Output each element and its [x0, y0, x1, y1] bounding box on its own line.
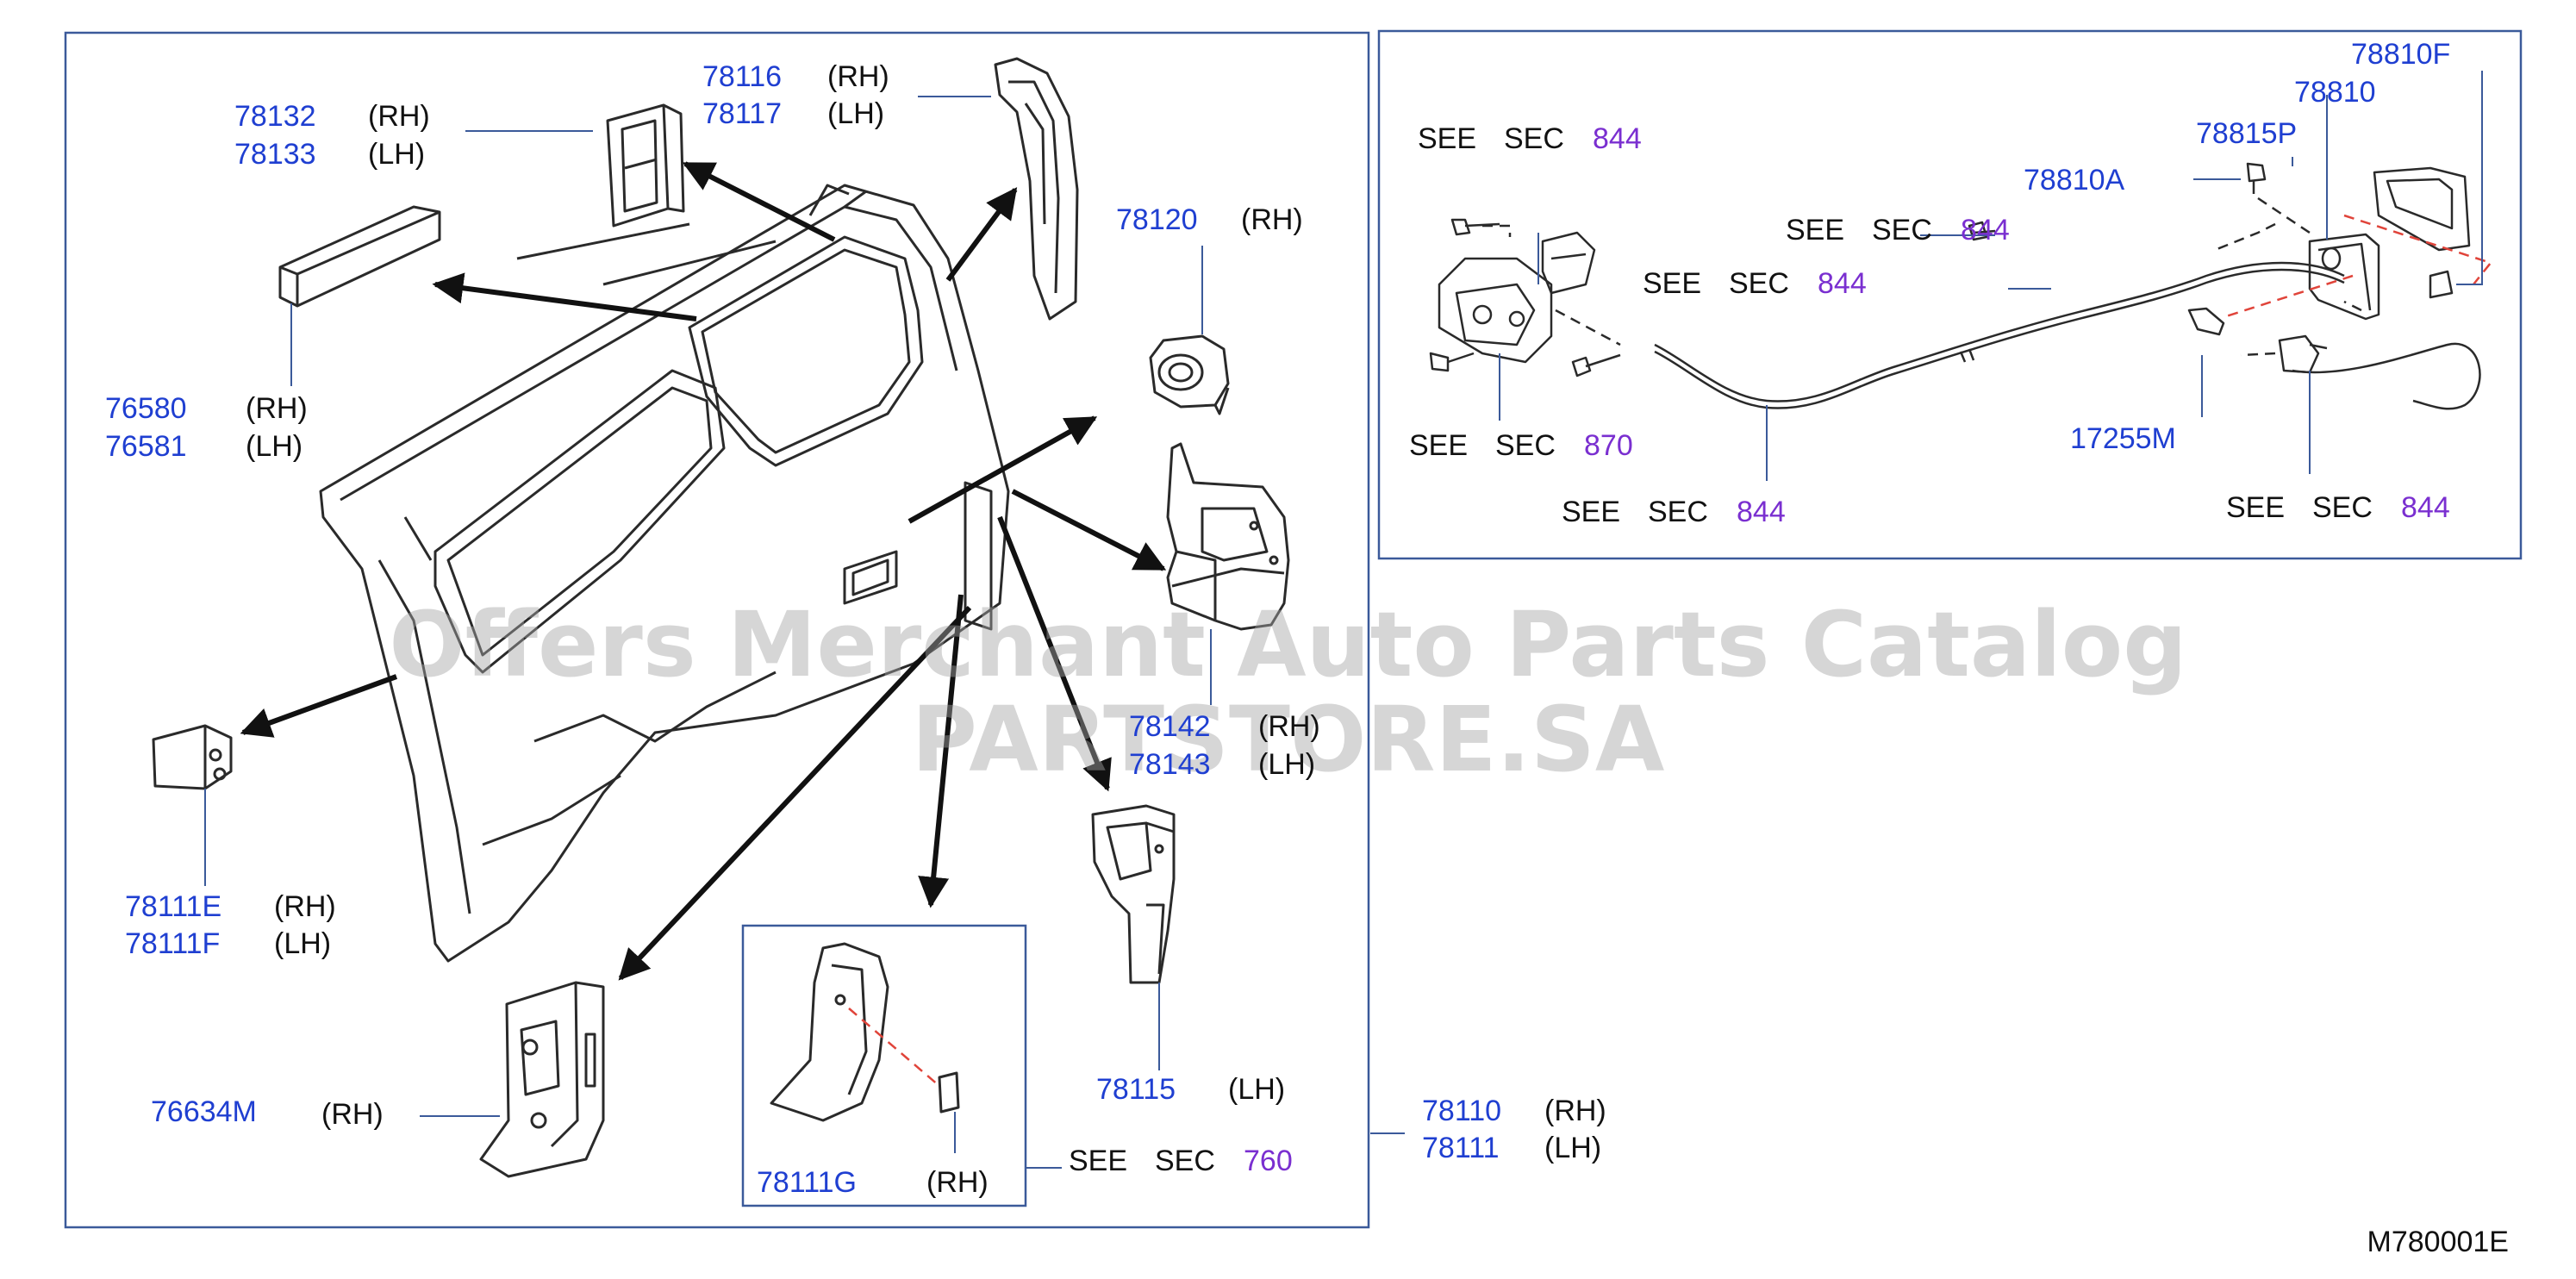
- label-78142[interactable]: 78142: [1129, 710, 1211, 743]
- part-78115: [1091, 804, 1176, 984]
- inset-panel-frame: [741, 924, 1027, 1207]
- hood-lock-assembly: [1429, 218, 2328, 377]
- section-ref-844-c[interactable]: 844: [1818, 267, 1867, 300]
- label-17255M[interactable]: 17255M: [2070, 422, 2176, 455]
- see-label-760: SEE: [1069, 1145, 1128, 1177]
- label-76634M-side: (RH): [321, 1098, 384, 1131]
- arrows: [240, 161, 1167, 981]
- label-78143-side: (LH): [1258, 748, 1316, 781]
- label-78133[interactable]: 78133: [234, 138, 316, 171]
- label-78133-side: (LH): [368, 138, 426, 171]
- label-78111-side: (LH): [1544, 1132, 1602, 1164]
- section-ref-870[interactable]: 870: [1584, 429, 1633, 462]
- label-78111F-side: (LH): [274, 927, 332, 960]
- label-76634M[interactable]: 76634M: [151, 1095, 257, 1128]
- fuel-door-assembly: [2246, 162, 2471, 321]
- part-78111E: [152, 724, 233, 790]
- label-78143[interactable]: 78143: [1129, 748, 1211, 781]
- part-78120: [1149, 334, 1230, 415]
- release-cable: [1654, 261, 2481, 410]
- label-78115[interactable]: 78115: [1096, 1073, 1176, 1106]
- part-76634M: [479, 981, 605, 1178]
- sec-label-760: SEC: [1155, 1145, 1215, 1177]
- left-panel-frame: [64, 31, 1370, 1229]
- section-ref-844-d[interactable]: 844: [1737, 496, 1786, 528]
- label-78132-side: (RH): [368, 100, 430, 133]
- right-panel-frame: [1377, 29, 2523, 560]
- label-76581-side: (LH): [246, 430, 303, 463]
- section-ref-844-b[interactable]: 844: [1961, 214, 2010, 246]
- label-78111G-side: (RH): [926, 1166, 989, 1199]
- label-78810[interactable]: 78810: [2294, 76, 2376, 109]
- label-78132[interactable]: 78132: [234, 100, 316, 133]
- see-label-4: SEE: [1409, 429, 1469, 462]
- label-78111[interactable]: 78111: [1422, 1132, 1500, 1164]
- leader-lines: [204, 71, 2483, 1169]
- label-78117-side: (LH): [827, 97, 885, 130]
- label-78111E-side: (RH): [274, 890, 336, 923]
- label-78115-side: (LH): [1228, 1073, 1286, 1106]
- label-78120[interactable]: 78120: [1116, 203, 1198, 236]
- label-78117[interactable]: 78117: [702, 97, 783, 130]
- section-ref-760[interactable]: 760: [1244, 1145, 1293, 1177]
- label-78110[interactable]: 78110: [1422, 1095, 1502, 1127]
- sec-label-3: SEC: [1729, 267, 1789, 300]
- part-76580: [278, 205, 441, 308]
- label-76580-side: (RH): [246, 392, 308, 425]
- label-78142-side: (RH): [1258, 710, 1320, 743]
- watermark: Offers Merchant Auto Parts Catalog PARTS…: [389, 592, 2187, 792]
- label-78111E[interactable]: 78111E: [125, 890, 222, 923]
- sec-label-1: SEC: [1504, 122, 1564, 155]
- sec-label-4: SEC: [1495, 429, 1556, 462]
- dashed-guides: [848, 197, 2493, 1087]
- label-78116[interactable]: 78116: [702, 60, 783, 93]
- see-label-2: SEE: [1786, 214, 1845, 246]
- part-78142: [1166, 442, 1290, 631]
- sec-label-5: SEC: [1648, 496, 1708, 528]
- body-side-panel: [319, 184, 1010, 963]
- label-78110-side: (RH): [1544, 1095, 1606, 1127]
- see-label-1: SEE: [1418, 122, 1477, 155]
- sec-label-6: SEC: [2312, 491, 2373, 524]
- label-78116-side: (RH): [827, 60, 889, 93]
- label-78810F[interactable]: 78810F: [2351, 38, 2451, 71]
- see-label-5: SEE: [1562, 496, 1621, 528]
- label-78111F[interactable]: 78111F: [125, 927, 221, 960]
- part-78132: [606, 103, 685, 228]
- diagram-code: M780001E: [2367, 1226, 2509, 1258]
- label-78810A[interactable]: 78810A: [2024, 164, 2125, 197]
- label-78120-side: (RH): [1241, 203, 1303, 236]
- see-label-3: SEE: [1643, 267, 1702, 300]
- part-78111G: [770, 942, 960, 1122]
- label-76581[interactable]: 76581: [105, 430, 187, 463]
- label-76580[interactable]: 76580: [105, 392, 187, 425]
- sec-label-2: SEC: [1872, 214, 1932, 246]
- section-ref-844-e[interactable]: 844: [2401, 491, 2450, 524]
- section-ref-844-a[interactable]: 844: [1593, 122, 1642, 155]
- see-label-6: SEE: [2226, 491, 2286, 524]
- part-78116: [994, 57, 1079, 321]
- label-78815P[interactable]: 78815P: [2196, 117, 2298, 150]
- label-78111G[interactable]: 78111G: [757, 1166, 857, 1199]
